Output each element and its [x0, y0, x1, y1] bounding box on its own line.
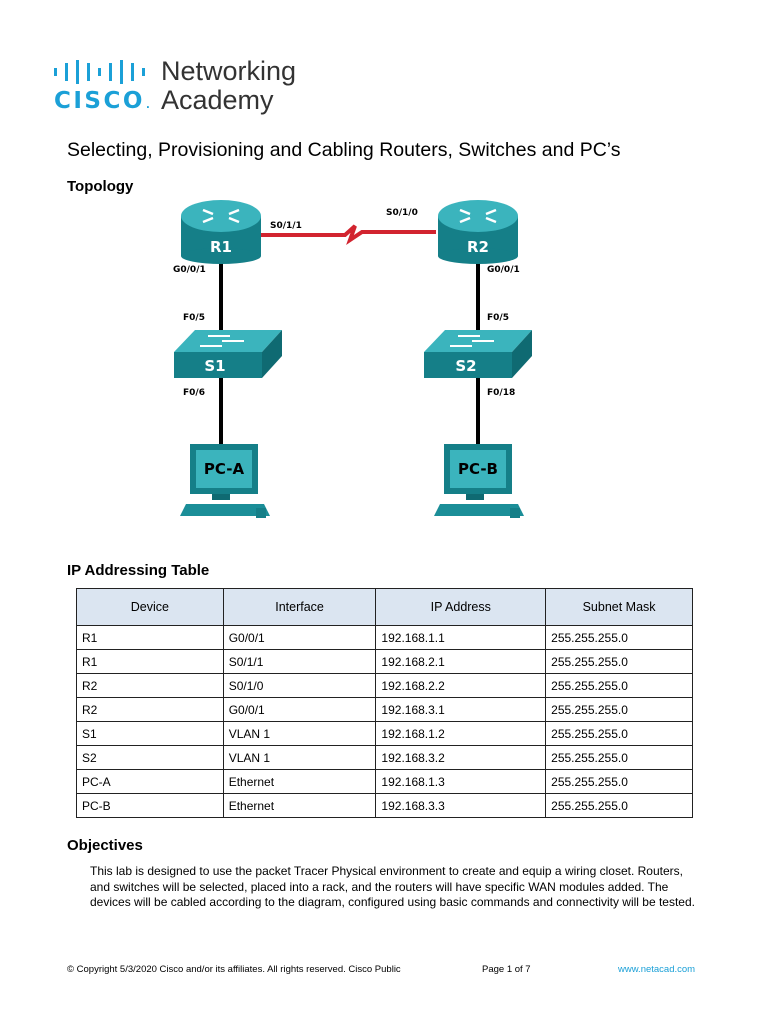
- switch-s2: S2: [424, 330, 532, 378]
- pc-b: PC-B: [434, 444, 524, 518]
- cell-ip: 192.168.3.3: [375, 793, 547, 818]
- s2-label: S2: [455, 357, 476, 375]
- r1-label: R1: [210, 238, 232, 256]
- cell-device: R1: [76, 625, 224, 650]
- cell-device: PC-A: [76, 769, 224, 794]
- table-row: PC-B Ethernet 192.168.3.3 255.255.255.0: [76, 793, 693, 818]
- cell-interface: S0/1/0: [222, 673, 377, 698]
- logo-line-networking: Networking: [161, 56, 297, 86]
- cell-mask: 255.255.255.0: [545, 793, 693, 818]
- topology-heading: Topology: [67, 178, 134, 195]
- ip-table-heading: IP Addressing Table: [67, 562, 210, 579]
- cell-ip: 192.168.1.2: [375, 721, 547, 746]
- router-r2: R2: [438, 200, 518, 264]
- cell-interface: VLAN 1: [222, 721, 377, 746]
- port-s1-up: F0/5: [183, 313, 205, 323]
- table-row: S2 VLAN 1 192.168.3.2 255.255.255.0: [76, 745, 693, 770]
- table-row: R2 S0/1/0 192.168.2.2 255.255.255.0: [76, 673, 693, 698]
- table-row: PC-A Ethernet 192.168.1.3 255.255.255.0: [76, 769, 693, 794]
- objectives-text: This lab is designed to use the packet T…: [90, 864, 695, 909]
- port-s2-down: F0/18: [487, 388, 515, 398]
- cell-interface: Ethernet: [222, 793, 377, 818]
- table-header-row: Device Interface IP Address Subnet Mask: [76, 588, 693, 626]
- cell-device: S2: [76, 745, 224, 770]
- column-header: Subnet Mask: [545, 588, 693, 626]
- footer-page-number: Page 1 of 7: [482, 964, 531, 975]
- cell-ip: 192.168.3.1: [375, 697, 547, 722]
- cell-mask: 255.255.255.0: [545, 649, 693, 674]
- cell-device: R2: [76, 673, 224, 698]
- cell-mask: 255.255.255.0: [545, 625, 693, 650]
- table-row: S1 VLAN 1 192.168.1.2 255.255.255.0: [76, 721, 693, 746]
- ip-addressing-table: Device Interface IP Address Subnet Mask …: [76, 588, 693, 818]
- cell-ip: 192.168.1.1: [375, 625, 547, 650]
- port-s1-down: F0/6: [183, 388, 205, 398]
- cell-interface: G0/0/1: [222, 625, 377, 650]
- port-s2-up: F0/5: [487, 313, 509, 323]
- pcb-label: PC-B: [458, 460, 498, 478]
- footer-url-link[interactable]: www.netacad.com: [618, 964, 696, 975]
- cell-mask: 255.255.255.0: [545, 697, 693, 722]
- serial-link: [258, 224, 436, 246]
- column-header: IP Address: [375, 588, 547, 626]
- cell-interface: Ethernet: [222, 769, 377, 794]
- table-row: R2 G0/0/1 192.168.3.1 255.255.255.0: [76, 697, 693, 722]
- cell-mask: 255.255.255.0: [545, 745, 693, 770]
- s1-label: S1: [204, 357, 225, 375]
- port-r1-serial: S0/1/1: [270, 221, 302, 231]
- objectives-heading: Objectives: [67, 837, 143, 854]
- table-row: R1 G0/0/1 192.168.1.1 255.255.255.0: [76, 625, 693, 650]
- port-r1-g: G0/0/1: [173, 265, 206, 275]
- cell-interface: G0/0/1: [222, 697, 377, 722]
- cell-device: S1: [76, 721, 224, 746]
- cell-device: PC-B: [76, 793, 224, 818]
- cell-mask: 255.255.255.0: [545, 721, 693, 746]
- port-r2-g: G0/0/1: [487, 265, 520, 275]
- cell-device: R2: [76, 697, 224, 722]
- router-r1: R1: [181, 200, 261, 264]
- pca-label: PC-A: [204, 460, 245, 478]
- cisco-bars-icon: [54, 60, 145, 84]
- pc-a: PC-A: [180, 444, 270, 518]
- r2-label: R2: [467, 238, 489, 256]
- topology-diagram: R1 R2 S1 S2 PC-A PC-B: [173, 200, 532, 518]
- cell-mask: 255.255.255.0: [545, 769, 693, 794]
- cell-ip: 192.168.1.3: [375, 769, 547, 794]
- table-row: R1 S0/1/1 192.168.2.1 255.255.255.0: [76, 649, 693, 674]
- cisco-wordmark: CISCO.: [54, 88, 153, 114]
- logo-line-academy: Academy: [161, 85, 274, 115]
- cell-ip: 192.168.3.2: [375, 745, 547, 770]
- column-header: Device: [76, 588, 224, 626]
- cell-interface: S0/1/1: [222, 649, 377, 674]
- column-header: Interface: [222, 588, 377, 626]
- cell-interface: VLAN 1: [222, 745, 377, 770]
- cell-ip: 192.168.2.2: [375, 673, 547, 698]
- networking-academy-logo: CISCO. Networking Academy: [54, 56, 314, 118]
- cell-device: R1: [76, 649, 224, 674]
- footer-copyright: © Copyright 5/3/2020 Cisco and/or its af…: [67, 964, 401, 975]
- port-r2-serial: S0/1/0: [386, 208, 418, 218]
- switch-s1: S1: [174, 330, 282, 378]
- document-title: Selecting, Provisioning and Cabling Rout…: [67, 139, 621, 161]
- cell-mask: 255.255.255.0: [545, 673, 693, 698]
- cell-ip: 192.168.2.1: [375, 649, 547, 674]
